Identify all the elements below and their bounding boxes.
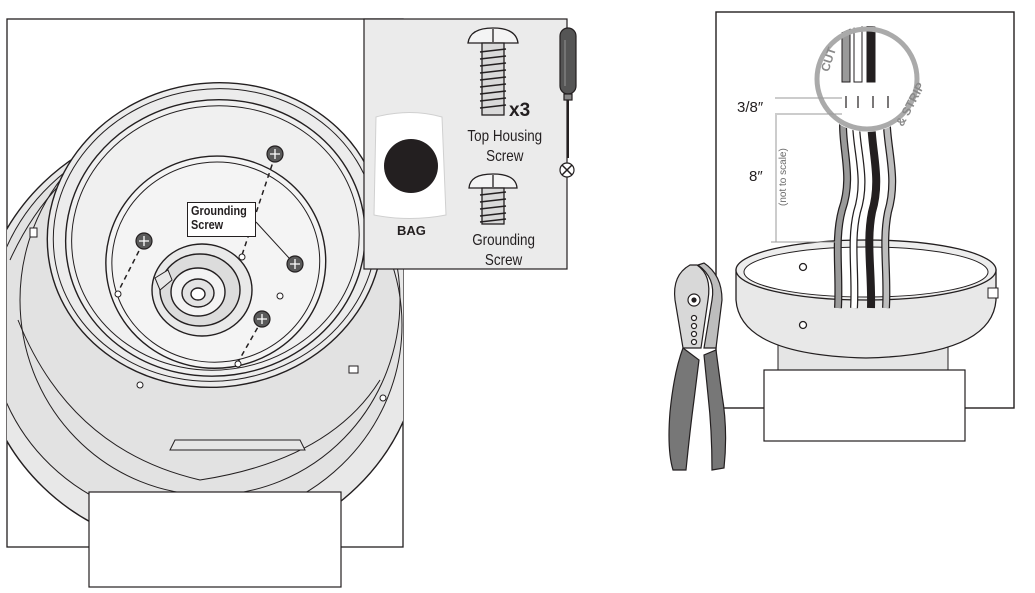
strip-length-label: 3/8″	[737, 99, 764, 116]
fan-motor-housing	[7, 81, 403, 547]
housing-screw-1	[238, 145, 284, 261]
top-housing-screw-icon	[467, 27, 519, 116]
bag-label: BAG	[397, 223, 426, 238]
housing-screw-2	[114, 232, 153, 298]
top-housing-qty-label: x3	[509, 100, 531, 121]
scale-note-label: (not to scale)	[778, 148, 789, 206]
grounding-screw-icon	[468, 173, 518, 225]
wire-length-label: 8″	[749, 168, 763, 185]
grounding-screw-callout	[187, 202, 256, 237]
grounding-screw-mark	[255, 221, 304, 300]
cut-strip-magnifier	[814, 26, 920, 132]
housing-screw-3	[234, 310, 271, 368]
dimension-lines	[771, 97, 842, 243]
top-housing-screw-label: Top Housing Screw	[467, 128, 543, 165]
grounding-screw-label: Grounding Screw	[472, 232, 535, 269]
top-housing-screw-guides	[117, 155, 276, 363]
left-caption-box	[88, 491, 342, 588]
hardware-bag-icon	[373, 112, 447, 219]
phillips-screwdriver-icon	[559, 27, 577, 178]
wire-stripper-icon	[668, 262, 727, 471]
right-caption-box	[763, 369, 966, 442]
grounding-screw-callout-text: Grounding Screw	[191, 203, 247, 232]
fan-lead-wires	[833, 100, 897, 309]
